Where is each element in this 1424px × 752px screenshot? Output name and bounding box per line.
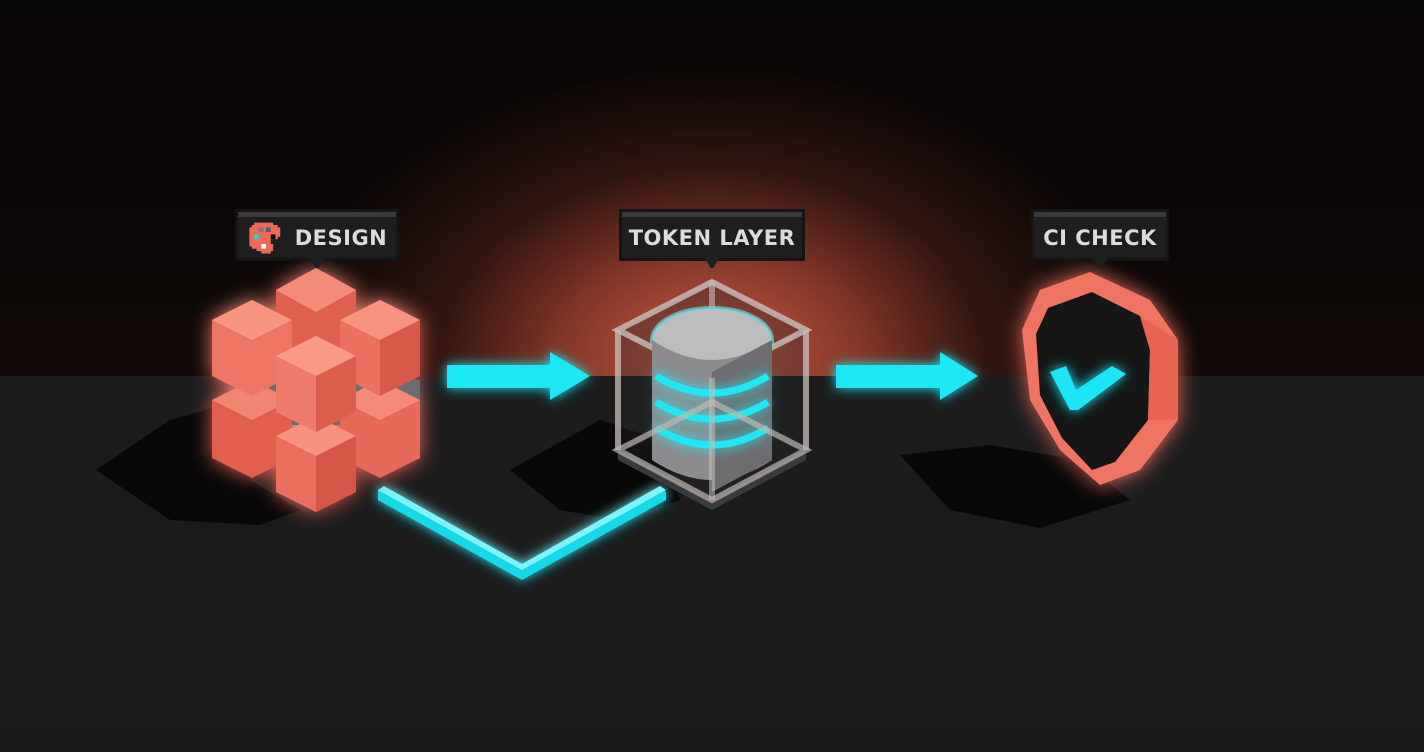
- stage-label-token-layer: TOKEN LAYER: [622, 212, 802, 258]
- palette-icon: [249, 222, 280, 253]
- shadows: [96, 400, 1130, 528]
- design-cube-cluster: [212, 268, 420, 512]
- stage-label-ci-check: CI CHECK: [1034, 212, 1166, 258]
- stage-label-design: DESIGN: [238, 212, 396, 258]
- stage-label-text: DESIGN: [294, 225, 388, 250]
- arrow-design-to-token: [447, 352, 590, 400]
- token-layer-object: [611, 278, 813, 510]
- checkmark-icon: [1050, 366, 1126, 410]
- arrow-token-to-ci: [836, 352, 978, 400]
- stage-label-text: CI CHECK: [1043, 225, 1157, 250]
- stage-label-text: TOKEN LAYER: [628, 225, 796, 250]
